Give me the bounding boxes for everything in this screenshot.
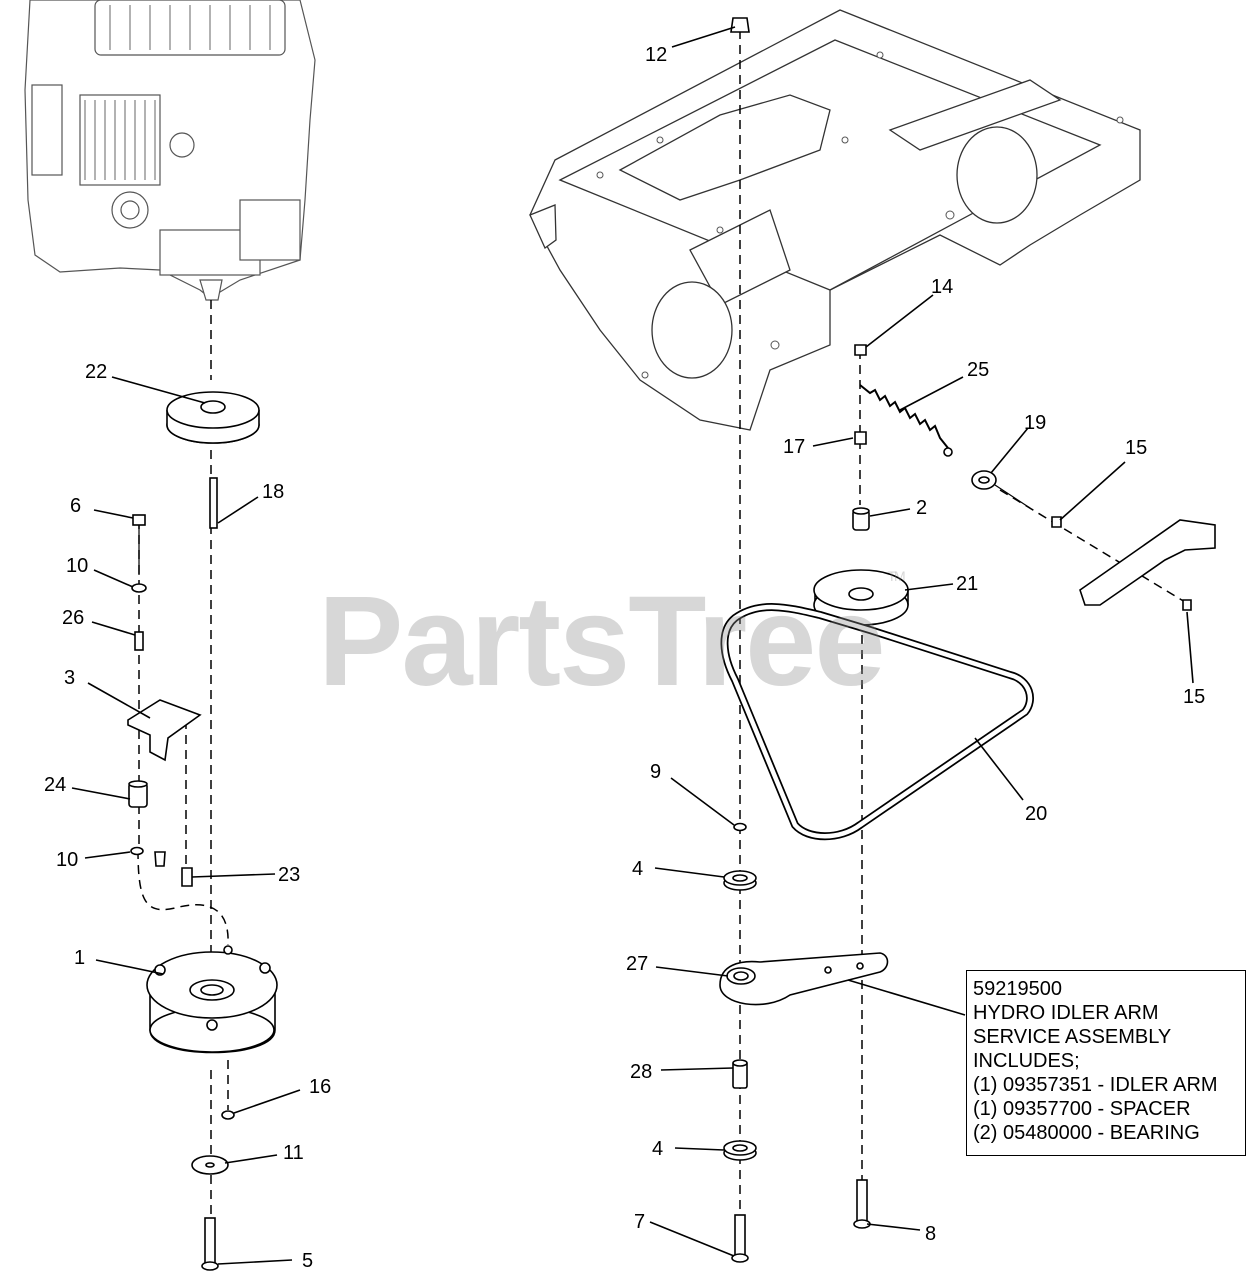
callout-4-upper: 4 xyxy=(632,858,643,880)
bolt-8 xyxy=(853,1179,871,1229)
callout-22: 22 xyxy=(85,361,107,383)
chassis-frame-illustration xyxy=(529,9,1141,431)
bolt-7 xyxy=(731,1214,749,1263)
bearing-4-lower xyxy=(723,1140,757,1161)
callout-18: 18 xyxy=(262,481,284,503)
callout-5: 5 xyxy=(302,1250,313,1272)
callout-27: 27 xyxy=(626,953,648,975)
callout-25: 25 xyxy=(967,359,989,381)
engine-pulley xyxy=(166,391,260,444)
callout-20: 20 xyxy=(1025,803,1047,825)
callout-10-lower: 10 xyxy=(56,849,78,871)
leader-lines xyxy=(71,26,1194,1265)
mount-bracket xyxy=(1079,519,1216,606)
spacer-24 xyxy=(128,780,148,808)
callout-16: 16 xyxy=(309,1076,331,1098)
service-assembly-note: 59219500 HYDRO IDLER ARM SERVICE ASSEMBL… xyxy=(966,970,1246,1156)
callout-26: 26 xyxy=(62,607,84,629)
service-part-number: 59219500 xyxy=(973,978,1062,1000)
idler-arm-27 xyxy=(719,952,889,1006)
washer-10-upper xyxy=(131,583,147,593)
nut-15-lower xyxy=(1182,599,1192,611)
washer-10-lower xyxy=(130,846,144,856)
pto-clutch xyxy=(146,945,278,1054)
nut-14 xyxy=(854,344,867,356)
service-line: SERVICE ASSEMBLY xyxy=(973,1026,1172,1048)
key xyxy=(209,477,218,529)
service-line: HYDRO IDLER ARM xyxy=(973,1002,1159,1024)
callout-12: 12 xyxy=(645,44,667,66)
callout-4-lower: 4 xyxy=(652,1138,663,1160)
drive-belt xyxy=(720,603,1034,841)
callout-28: 28 xyxy=(630,1061,652,1083)
service-line: (1) 09357700 - SPACER xyxy=(973,1098,1191,1120)
bolt-6 xyxy=(132,514,146,575)
fitting-23 xyxy=(181,867,193,887)
callout-numbers: 12 22 18 6 10 26 3 24 10 23 1 16 11 5 14… xyxy=(44,44,1205,1272)
service-line: INCLUDES; xyxy=(973,1050,1080,1072)
washer-9 xyxy=(733,822,747,832)
callout-19: 19 xyxy=(1024,412,1046,434)
callout-11: 11 xyxy=(283,1142,304,1164)
service-line: (1) 09357351 - IDLER ARM xyxy=(973,1074,1218,1096)
callout-15-lower: 15 xyxy=(1183,686,1205,708)
callout-17: 17 xyxy=(783,436,805,458)
nut-15-upper xyxy=(1051,516,1062,528)
spring-25 xyxy=(859,384,953,457)
spacer-26 xyxy=(134,631,144,651)
spacer-2 xyxy=(852,507,870,531)
bearing-4-upper xyxy=(723,870,757,891)
callout-3: 3 xyxy=(64,667,75,689)
callout-24: 24 xyxy=(44,774,66,796)
callout-8: 8 xyxy=(925,1223,936,1245)
bolt-5 xyxy=(201,1217,219,1271)
callout-6: 6 xyxy=(70,495,81,517)
nut-17 xyxy=(854,431,867,445)
nut-16 xyxy=(221,1110,235,1120)
nut-12 xyxy=(730,17,750,33)
callout-21: 21 xyxy=(956,573,978,595)
callout-23: 23 xyxy=(278,864,300,886)
callout-7: 7 xyxy=(634,1211,645,1233)
spacer-28 xyxy=(732,1059,748,1089)
callout-9: 9 xyxy=(650,761,661,783)
grease-fitting xyxy=(154,851,166,867)
callout-2: 2 xyxy=(916,497,927,519)
callout-1: 1 xyxy=(74,947,85,969)
callout-14: 14 xyxy=(931,276,953,298)
engine-illustration xyxy=(24,0,316,301)
callout-15-upper: 15 xyxy=(1125,437,1147,459)
callout-10-upper: 10 xyxy=(66,555,88,577)
eyebolt-19 xyxy=(971,470,1031,509)
service-line: (2) 05480000 - BEARING xyxy=(973,1122,1200,1144)
